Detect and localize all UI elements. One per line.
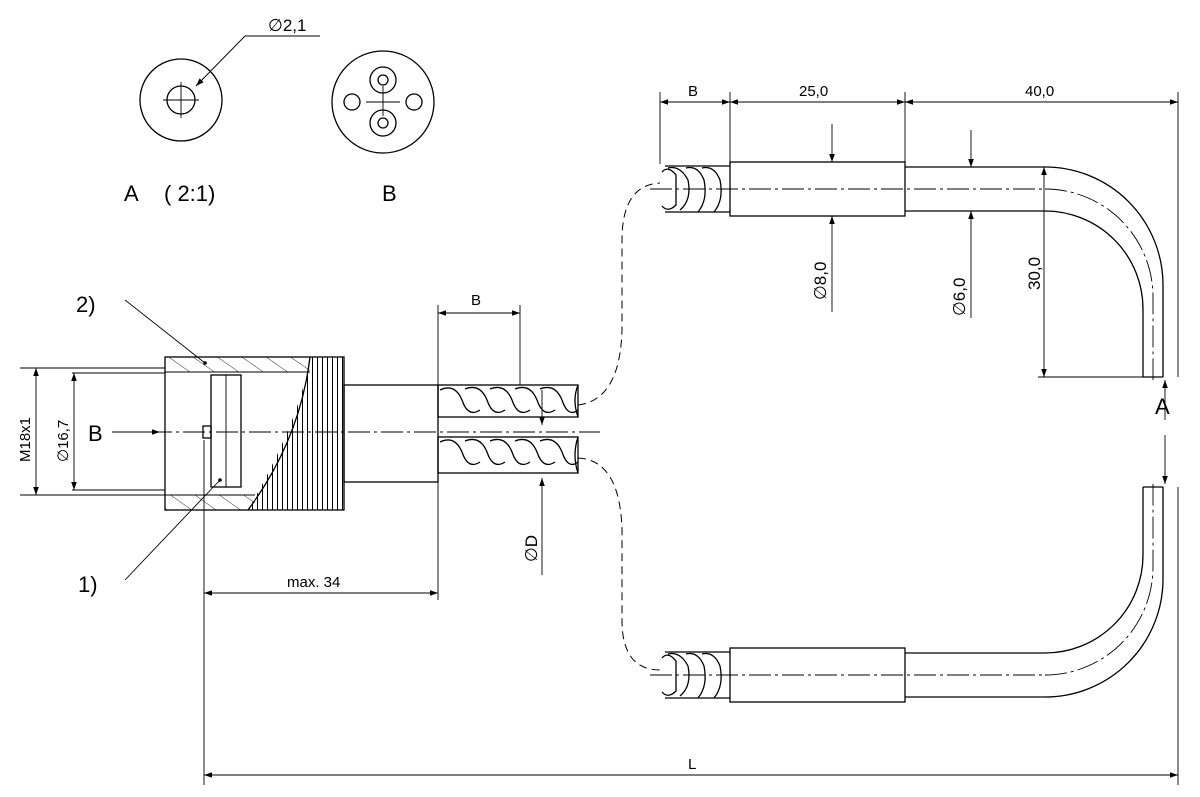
b-hose-label: B [471, 292, 481, 309]
callout-2: 2) [76, 292, 207, 365]
view-b-arrow: B [88, 421, 160, 446]
detail-a-label: A [124, 181, 139, 206]
dim-thread: M18x1 [17, 367, 165, 496]
dim-diameter-d: ∅D [522, 390, 545, 575]
hose-break-upper [577, 182, 661, 406]
bend-length-label: 40,0 [1025, 83, 1054, 100]
b-tip-label: B [688, 83, 698, 100]
tube-dia-label: ∅6,0 [950, 278, 969, 316]
dim-tube-dia: ∅6,0 [950, 130, 974, 318]
dim-diameter-16: ∅16,7 [55, 372, 165, 491]
lower-tip [650, 484, 1164, 703]
dim-sleeve-dia: ∅8,0 [811, 124, 835, 312]
view-b-label: B [88, 421, 103, 446]
callout-2-label: 2) [76, 292, 96, 317]
detail-b-outer-circle [331, 50, 435, 154]
sleeve-dia-label: ∅8,0 [811, 262, 830, 300]
max-34-label: max. 34 [287, 574, 340, 591]
detail-b-label: B [382, 181, 397, 206]
view-a-label: A [1155, 394, 1170, 419]
detail-a-diameter-label: ∅2,1 [268, 16, 306, 35]
spiral-hose-left [437, 384, 579, 474]
callout-1-label: 1) [78, 572, 98, 597]
dim-b-hose: B [437, 292, 521, 385]
dim-overall-length: L [204, 487, 1179, 785]
upper-tip [650, 161, 1164, 380]
diameter-16-label: ∅16,7 [55, 420, 72, 462]
bend-height-label: 30,0 [1025, 257, 1044, 290]
detail-a-scale: ( 2:1) [164, 181, 215, 206]
detail-b-view: B [331, 50, 435, 206]
thread-label: M18x1 [17, 417, 34, 462]
detail-a-outer-circle [139, 58, 223, 142]
detail-a-view: ∅2,1 A ( 2:1) [124, 16, 320, 206]
hose-break-lower [577, 457, 661, 671]
dim-max-34: max. 34 [203, 440, 439, 785]
sleeve-length-label: 25,0 [799, 83, 828, 100]
dim-tip-top: B 25,0 40,0 [659, 83, 1179, 377]
overall-length-label: L [688, 756, 696, 773]
dim-bend-height: 30,0 [1025, 167, 1143, 378]
connector-sleeve [343, 384, 439, 483]
connector-nut [164, 356, 345, 511]
view-a-arrow: A [1155, 380, 1170, 484]
diameter-d-label: ∅D [522, 535, 541, 562]
